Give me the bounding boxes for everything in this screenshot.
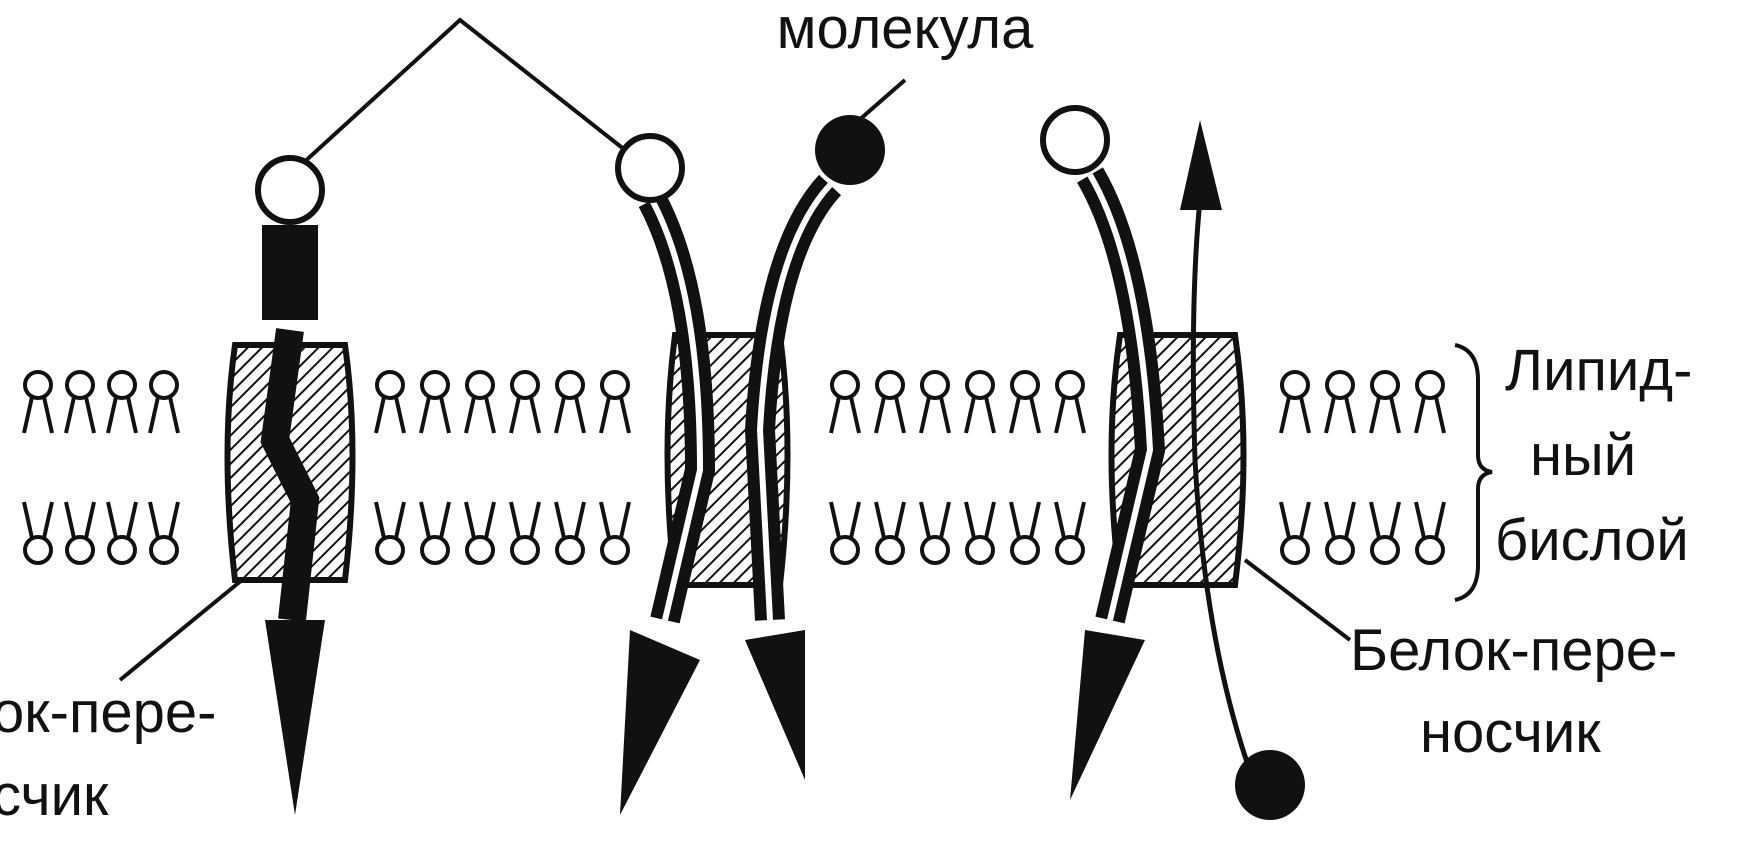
lipid-molecule-top	[150, 372, 178, 433]
lipid-molecule-bottom	[831, 502, 859, 563]
lipid-molecule-top	[1281, 372, 1309, 433]
lipid-molecule-top	[966, 372, 994, 433]
lipid-molecule-top	[108, 372, 136, 433]
lipid-molecule-bottom	[511, 502, 539, 563]
lipid-molecule-bottom	[150, 502, 178, 563]
lipid-bilayer-label-line1: Липид-	[1505, 338, 1692, 403]
molecule-pointer-left	[290, 20, 625, 175]
transport-arrow-2a	[620, 630, 700, 815]
lipid-molecule-top	[1416, 372, 1444, 433]
lipid-bilayer-label-line3: бислой	[1495, 508, 1689, 573]
lipid-molecule-bottom	[376, 502, 404, 563]
carrier-right-label-line2: носчик	[1420, 700, 1601, 765]
lipid-molecule-top	[601, 372, 629, 433]
carrier-left-label-line1: ок-пере-	[0, 680, 216, 745]
transport-arrow-3b	[1180, 120, 1222, 210]
molecule-open-2	[618, 136, 682, 200]
bilayer-brace	[1455, 345, 1492, 600]
lipid-molecule-bottom	[1326, 502, 1354, 563]
lipid-molecule-bottom	[24, 502, 52, 563]
lipid-molecule-top	[466, 372, 494, 433]
lipid-molecule-bottom	[108, 502, 136, 563]
lipid-molecule-top	[511, 372, 539, 433]
lipid-molecule-bottom	[1011, 502, 1039, 563]
lipid-molecule-top	[921, 372, 949, 433]
molecule-open-3	[1043, 108, 1107, 172]
transport-channel-1	[262, 225, 318, 320]
lipid-molecule-top	[831, 372, 859, 433]
transport-arrow-3a	[1070, 630, 1145, 800]
carrier-left-label-line2: счик	[0, 763, 109, 828]
lipid-molecule-bottom	[1416, 502, 1444, 563]
lipid-molecule-top	[1056, 372, 1084, 433]
lipid-molecule-bottom	[1056, 502, 1084, 563]
lipid-molecule-bottom	[556, 502, 584, 563]
molecule-open-1	[258, 158, 322, 222]
lipid-molecule-bottom	[1281, 502, 1309, 563]
lipid-bilayer-label-line2: ный	[1530, 423, 1636, 488]
transport-arrow-1	[265, 620, 325, 815]
lipid-molecule-top	[1371, 372, 1399, 433]
lipid-molecule-bottom	[601, 502, 629, 563]
lipid-molecule-bottom	[921, 502, 949, 563]
lipid-molecule-bottom	[876, 502, 904, 563]
lipid-molecule-bottom	[966, 502, 994, 563]
lipid-molecule-bottom	[466, 502, 494, 563]
molecule-filled-1	[815, 115, 885, 185]
lipid-molecule-top	[1011, 372, 1039, 433]
molecule-filled-2	[1235, 750, 1305, 820]
lipid-molecule-bottom	[1371, 502, 1399, 563]
transport-paths	[262, 120, 1255, 815]
lipid-molecule-top	[876, 372, 904, 433]
transport-arrow-2b	[745, 630, 805, 780]
carrier-left-leader	[120, 580, 242, 680]
lipid-molecule-bottom	[421, 502, 449, 563]
carrier-right-leader	[1245, 560, 1350, 640]
lipid-molecule-top	[24, 372, 52, 433]
lipid-molecule-top	[421, 372, 449, 433]
lipid-molecule-bottom	[66, 502, 94, 563]
carrier-right-label-line1: Белок-пере-	[1350, 618, 1677, 683]
lipid-molecule-top	[376, 372, 404, 433]
lipid-molecule-top	[556, 372, 584, 433]
lipid-molecule-top	[1326, 372, 1354, 433]
molecule-label: молекула	[777, 0, 1035, 61]
lipid-molecule-top	[66, 372, 94, 433]
